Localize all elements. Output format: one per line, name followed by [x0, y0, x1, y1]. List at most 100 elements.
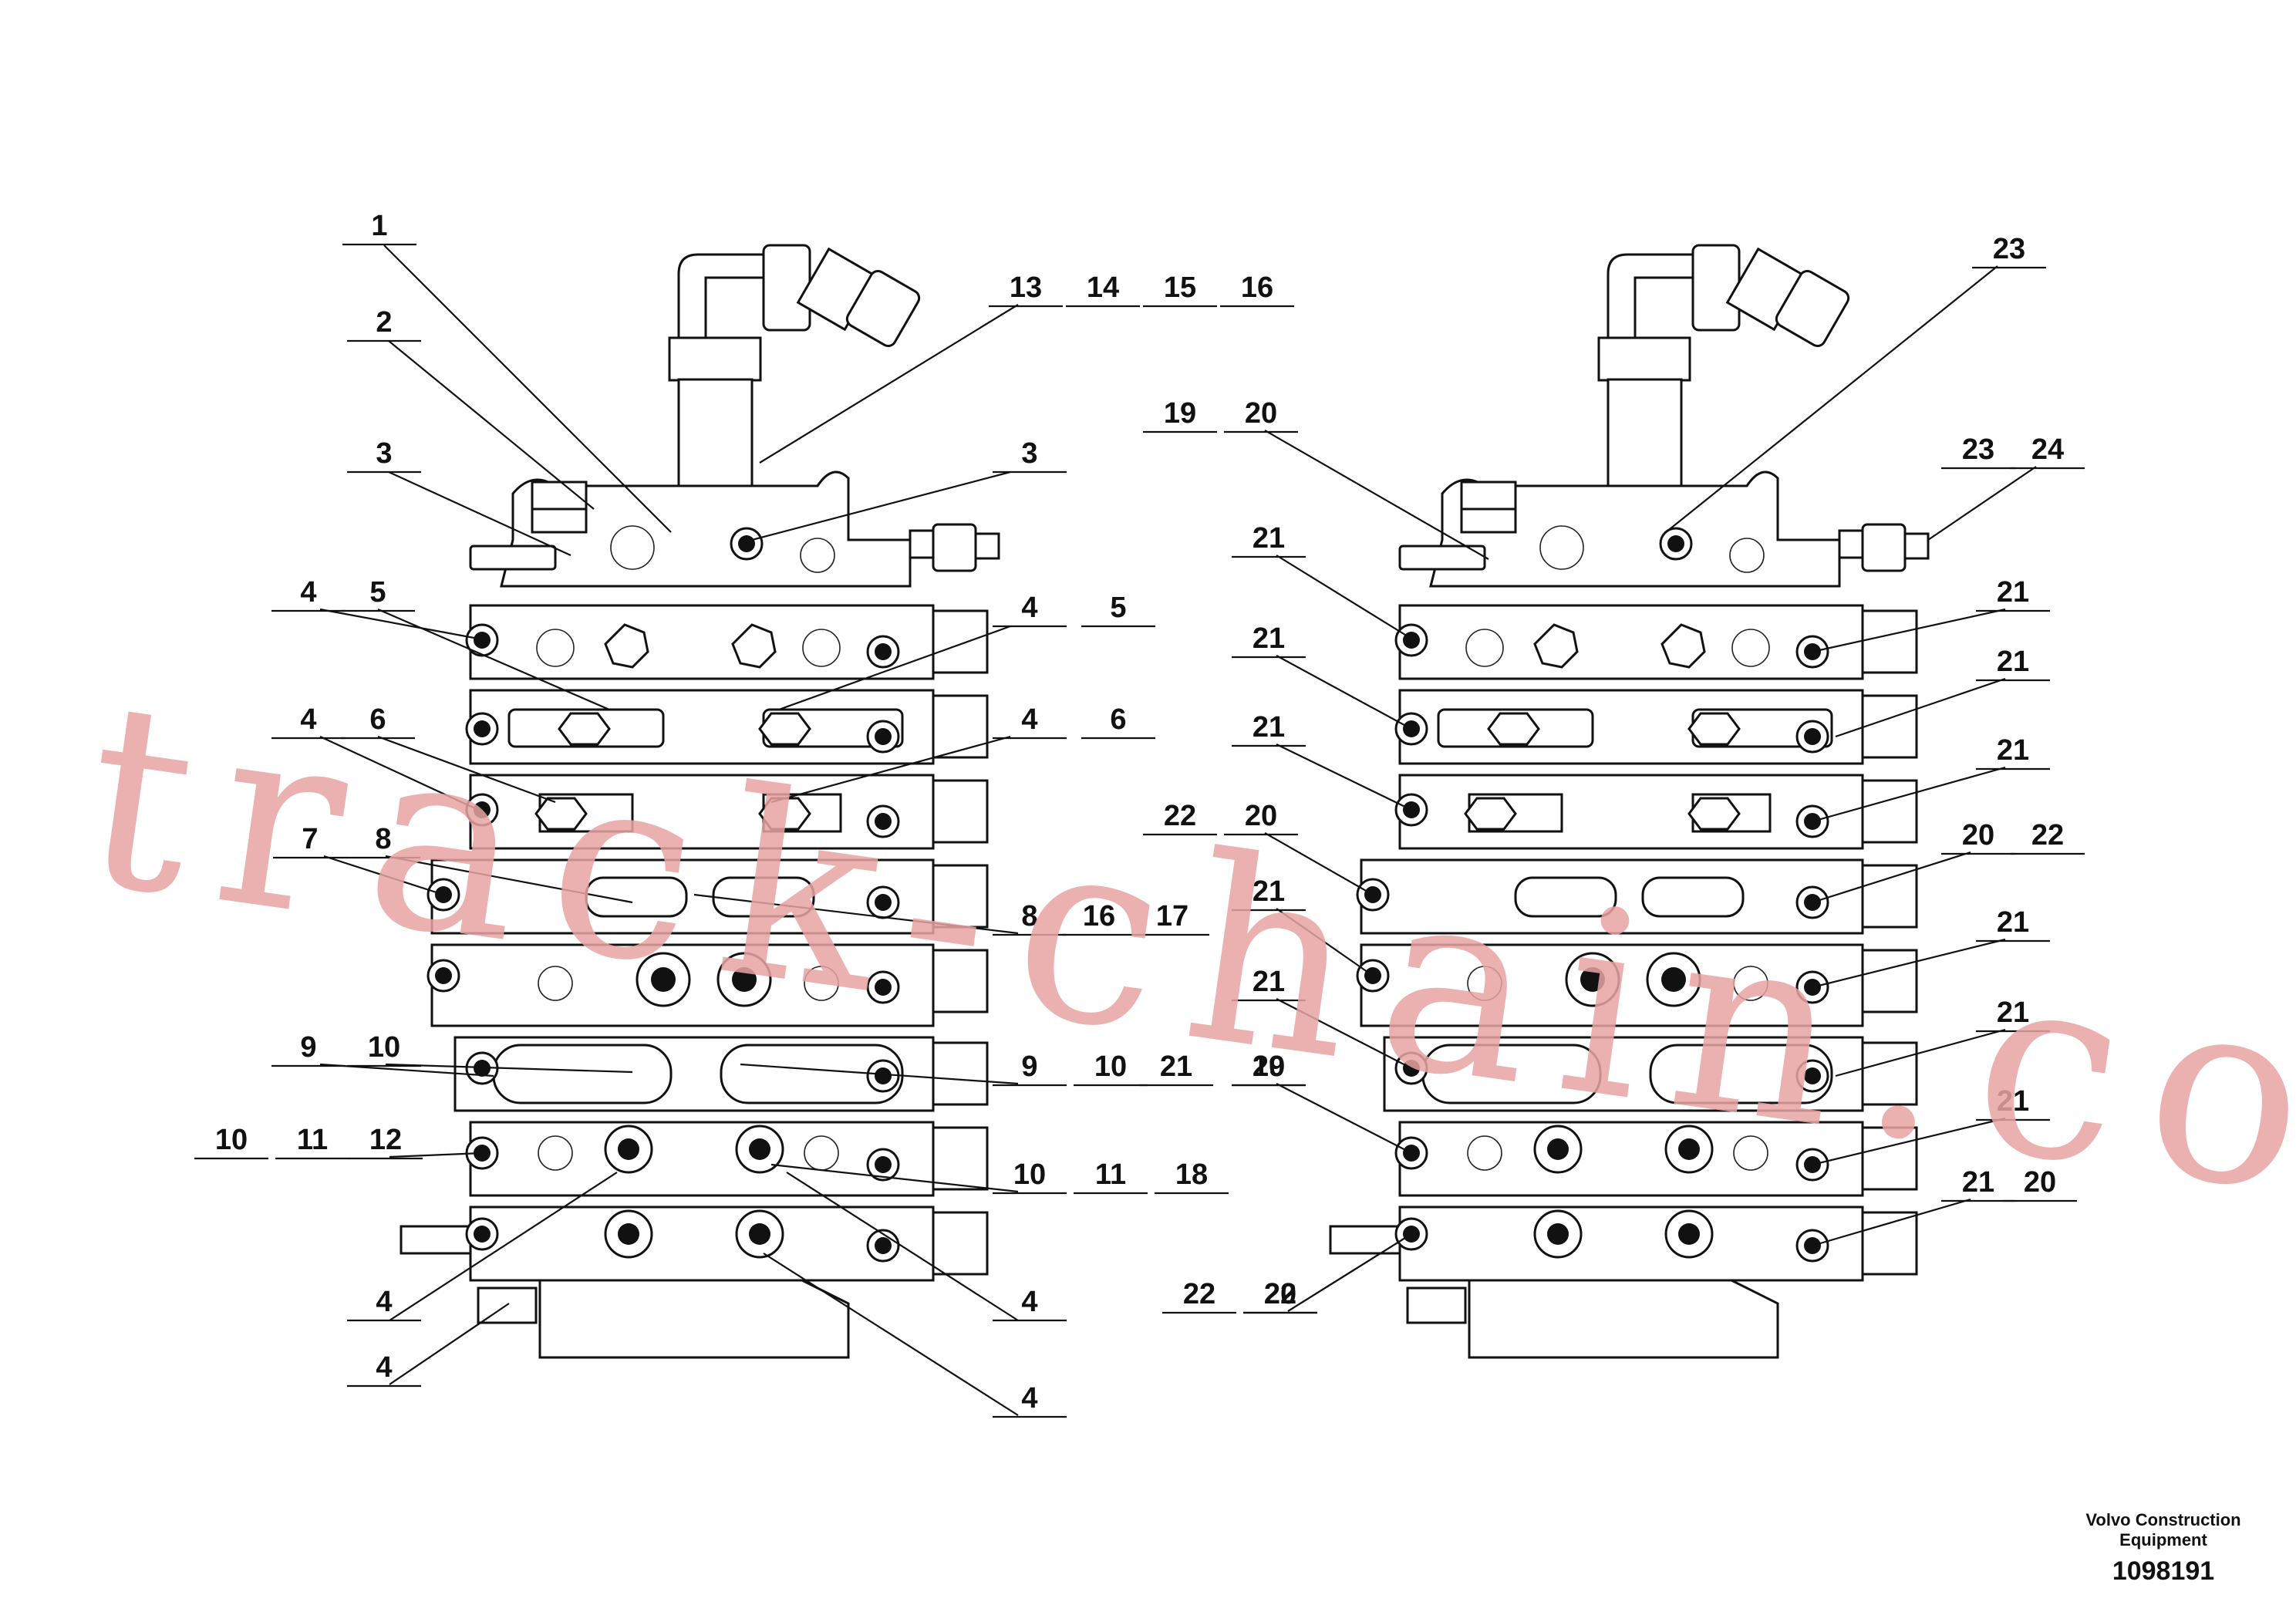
left-callout-18: 18 — [1175, 1158, 1208, 1191]
left-callout-3: 3 — [376, 437, 392, 470]
right-callout-23: 23 — [1993, 233, 2025, 265]
watermark: track-chain.com — [69, 646, 2296, 1292]
right-leader-line — [1264, 430, 1489, 560]
right-callout-21: 21 — [1253, 875, 1285, 908]
right-leader-line — [1276, 908, 1374, 976]
right-callout-21: 21 — [1997, 576, 2029, 609]
right-callout-20: 20 — [2024, 1166, 2056, 1199]
left-leader-line — [389, 1152, 483, 1158]
left-leader-line — [385, 855, 633, 904]
left-callout-6: 6 — [369, 703, 386, 736]
left-leader-line — [388, 340, 595, 510]
right-valve-assembly — [1329, 244, 1930, 1359]
left-leader-line — [763, 1253, 1019, 1416]
right-callout-21: 21 — [1253, 522, 1285, 555]
right-callout-22: 22 — [2031, 819, 2064, 851]
left-valve-assembly — [400, 244, 1000, 1359]
right-leader-line — [1812, 766, 2006, 823]
left-callout-8: 8 — [1021, 900, 1037, 932]
right-callout-20: 20 — [1245, 800, 1277, 832]
left-leader-line — [377, 608, 610, 711]
left-callout-2: 2 — [376, 306, 392, 339]
title-block: Volvo Construction Equipment 1098191 — [2085, 1510, 2240, 1586]
company-name-line1: Volvo Construction — [2085, 1510, 2240, 1529]
left-callout-1: 1 — [371, 210, 387, 242]
left-leader-line — [388, 470, 571, 557]
left-leader-line — [759, 304, 1019, 464]
right-callout-21: 21 — [1997, 734, 2029, 767]
right-callout-21: 21 — [1997, 996, 2029, 1029]
right-port-plugs — [1356, 623, 1829, 1263]
right-leader-line — [1835, 1028, 2006, 1077]
left-callout-10: 10 — [215, 1124, 248, 1156]
left-leader-line — [778, 625, 1011, 711]
left-callout-13: 13 — [1010, 271, 1042, 304]
right-leader-line — [1276, 998, 1412, 1069]
left-leader-lines — [194, 243, 1294, 1418]
left-callout-7: 7 — [302, 823, 318, 855]
left-leader-line — [383, 244, 672, 533]
right-valve-sections — [1329, 604, 1918, 1359]
left-callout-8: 8 — [375, 823, 391, 855]
left-callout-5: 5 — [1110, 592, 1126, 624]
right-callout-21: 21 — [1962, 1166, 1994, 1199]
left-leader-line — [323, 855, 444, 896]
left-callout-9: 9 — [1021, 1050, 1037, 1083]
left-callout-4: 4 — [1021, 1286, 1037, 1318]
right-leader-line — [1812, 1117, 2006, 1166]
left-leader-line — [770, 1163, 1019, 1193]
right-leader-line — [1835, 677, 2006, 738]
company-name-line2: Equipment — [2119, 1530, 2207, 1549]
right-callout-20: 20 — [1245, 397, 1277, 430]
right-leader-line — [1276, 1083, 1412, 1154]
left-callout-5: 5 — [369, 576, 386, 609]
right-callout-21: 21 — [1997, 1085, 2029, 1118]
right-leader-line — [1264, 832, 1374, 895]
left-callout-4: 4 — [376, 1286, 392, 1318]
right-callout-21: 21 — [1253, 622, 1285, 655]
right-leader-line — [1812, 1198, 1971, 1247]
left-callout-4: 4 — [376, 1351, 392, 1384]
left-callout-4: 4 — [300, 703, 316, 736]
left-leader-line — [751, 470, 1011, 541]
right-callout-21: 21 — [1253, 711, 1285, 744]
left-leader-line — [389, 1303, 510, 1385]
left-callout-17: 17 — [1156, 900, 1188, 932]
right-leader-line — [1287, 1233, 1412, 1312]
left-callout-9: 9 — [300, 1031, 316, 1064]
right-callout-20: 20 — [1264, 1278, 1296, 1310]
right-callout-23: 23 — [1962, 433, 1994, 466]
left-hex-plugs — [534, 623, 811, 831]
right-callout-22: 22 — [1164, 800, 1196, 832]
left-callout-4: 4 — [300, 576, 316, 609]
right-callout-21: 21 — [1997, 646, 2029, 678]
left-callout-10: 10 — [368, 1031, 400, 1064]
right-callout-20: 20 — [1253, 1050, 1285, 1083]
left-callout-14: 14 — [1087, 271, 1119, 304]
left-leader-line — [740, 1063, 1019, 1085]
right-leader-line — [1812, 608, 2006, 653]
right-callout-21: 21 — [1253, 966, 1285, 998]
right-callout-24: 24 — [2031, 433, 2064, 466]
left-leader-line — [786, 1172, 1019, 1321]
left-leader-line — [693, 893, 1019, 935]
left-callout-12: 12 — [369, 1124, 402, 1156]
left-leader-line — [389, 1172, 618, 1321]
left-leader-line — [377, 735, 556, 804]
left-callout-10: 10 — [1094, 1050, 1127, 1083]
left-leader-line — [770, 735, 1011, 804]
left-callout-16: 16 — [1241, 271, 1273, 304]
left-callout-11: 11 — [297, 1124, 328, 1156]
left-callout-4: 4 — [1021, 703, 1037, 736]
left-callout-11: 11 — [1095, 1158, 1126, 1191]
right-callout-21: 21 — [1997, 906, 2029, 939]
left-leader-line — [319, 608, 479, 640]
drawing-number: 1098191 — [2112, 1556, 2214, 1586]
left-callout-16: 16 — [1083, 900, 1115, 932]
left-port-plugs — [426, 623, 900, 1263]
left-leader-line — [385, 1063, 633, 1074]
right-leader-line — [1276, 555, 1412, 639]
